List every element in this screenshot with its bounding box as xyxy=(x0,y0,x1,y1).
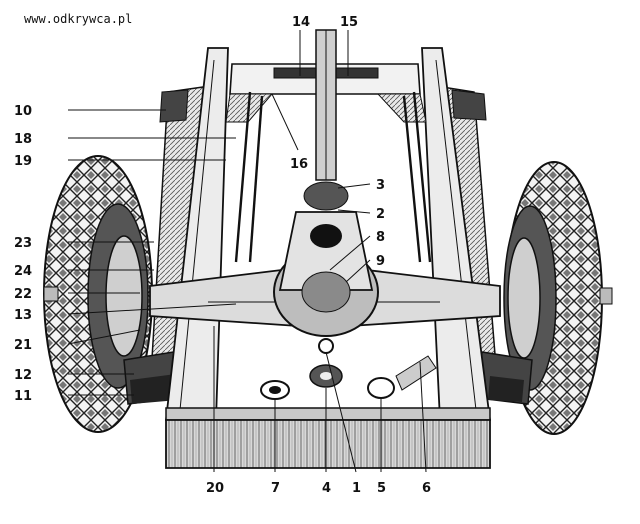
watermark: www.odkrywca.pl xyxy=(24,12,133,26)
callout-24: 24 xyxy=(14,264,32,279)
callout-18: 18 xyxy=(14,132,32,147)
loose-parts xyxy=(260,355,437,400)
callout-10: 10 xyxy=(14,104,32,119)
callout-16: 16 xyxy=(290,157,308,172)
callout-22: 22 xyxy=(14,287,32,302)
callout-labels: 10 18 19 23 24 22 13 21 12 11 14 15 16 3… xyxy=(14,15,431,496)
callout-1: 1 xyxy=(352,481,361,496)
callout-20: 20 xyxy=(206,481,224,496)
callout-6: 6 xyxy=(422,481,431,496)
callout-leaders xyxy=(67,30,427,473)
rear-axle xyxy=(149,211,501,354)
callout-15: 15 xyxy=(340,15,358,30)
callout-23: 23 xyxy=(14,236,32,251)
brake-rods xyxy=(234,91,432,263)
callout-7: 7 xyxy=(271,481,280,496)
callout-12: 12 xyxy=(14,368,32,383)
callout-2: 2 xyxy=(376,207,385,222)
callout-4: 4 xyxy=(322,481,331,496)
propeller-shaft xyxy=(303,29,349,211)
callout-9: 9 xyxy=(376,254,385,269)
callout-11: 11 xyxy=(14,389,32,404)
callout-13: 13 xyxy=(14,308,32,323)
callout-8: 8 xyxy=(376,230,385,245)
callout-19: 19 xyxy=(14,154,32,169)
callout-3: 3 xyxy=(376,178,385,193)
left-tyre xyxy=(43,155,153,433)
rear-cross-member xyxy=(165,407,491,469)
callout-21: 21 xyxy=(14,338,32,353)
callout-14: 14 xyxy=(292,15,310,30)
callout-5: 5 xyxy=(377,481,386,496)
